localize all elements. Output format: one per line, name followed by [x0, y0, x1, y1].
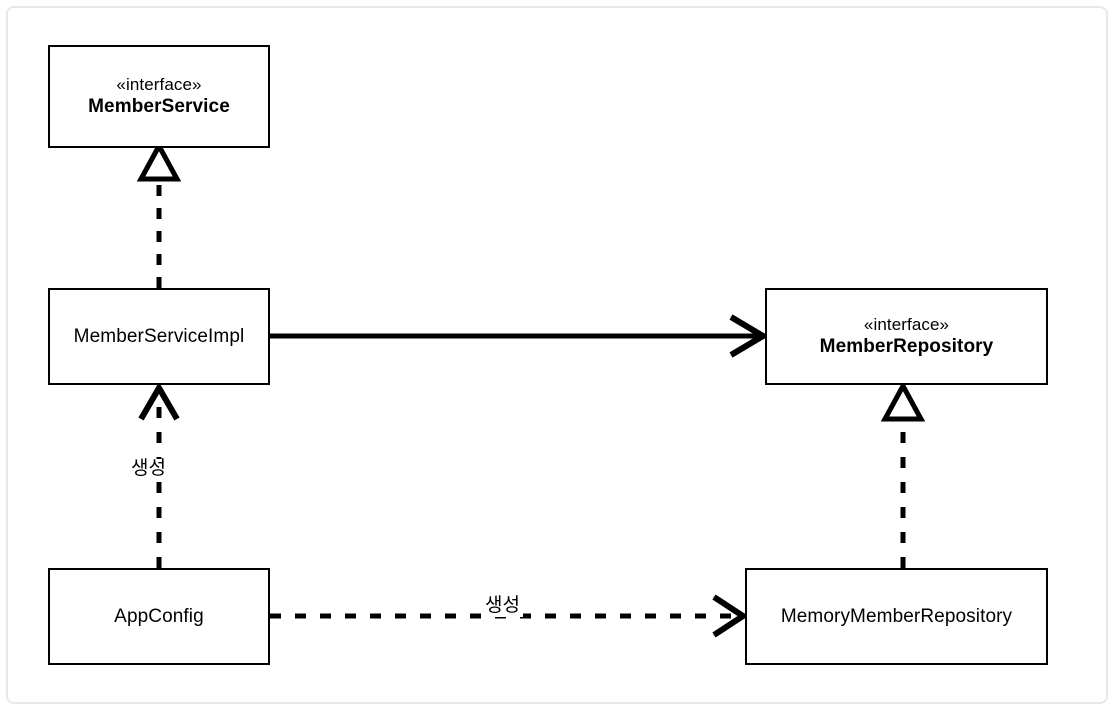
- edge-label-appconfig-creates-memory-repo: 생성: [482, 595, 523, 617]
- stereotype-member-repository: «interface»: [863, 314, 950, 334]
- class-box-memory-member-repository[interactable]: MemoryMemberRepository: [745, 568, 1048, 665]
- class-name-member-service-impl: MemberServiceImpl: [73, 325, 245, 347]
- class-box-member-service[interactable]: «interface» MemberService: [48, 45, 270, 148]
- class-name-memory-member-repository: MemoryMemberRepository: [780, 605, 1013, 627]
- class-name-member-repository: MemberRepository: [819, 336, 994, 358]
- class-box-app-config[interactable]: AppConfig: [48, 568, 270, 665]
- class-name-app-config: AppConfig: [114, 605, 204, 627]
- edge-label-appconfig-creates-impl: 생성: [128, 458, 169, 480]
- class-box-member-service-impl[interactable]: MemberServiceImpl: [48, 288, 270, 385]
- class-name-member-service: MemberService: [88, 96, 230, 118]
- stereotype-member-service: «interface»: [116, 74, 202, 94]
- class-box-member-repository[interactable]: «interface» MemberRepository: [765, 288, 1048, 385]
